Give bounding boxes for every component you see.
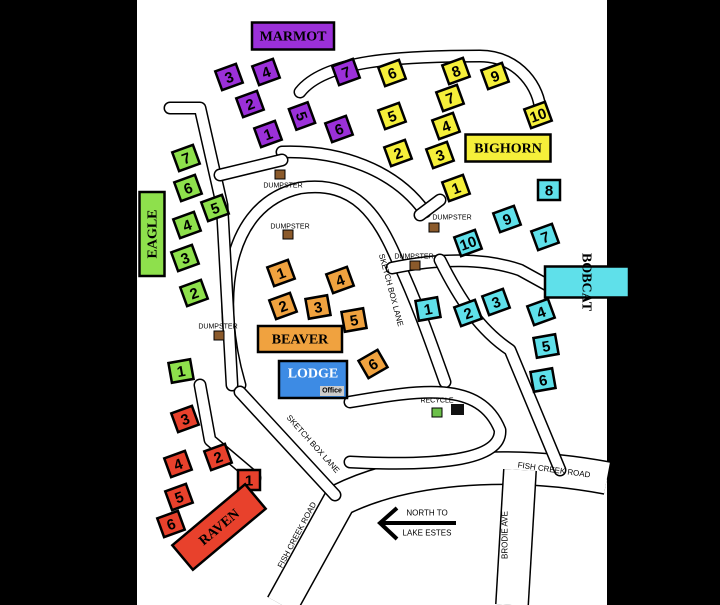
dumpster: DUMPSTER [394, 254, 434, 271]
cabin-marmot-4[interactable]: 4 [250, 57, 282, 87]
cabin-eagle-7[interactable]: 7 [170, 143, 202, 173]
cabin-beaver-2[interactable]: 2 [267, 291, 299, 321]
cabin-raven-5[interactable]: 5 [163, 482, 195, 512]
svg-text:1: 1 [176, 363, 187, 381]
svg-text:DUMPSTER: DUMPSTER [394, 254, 433, 261]
svg-text:5: 5 [349, 312, 360, 330]
recycle-station: RECYCLE [420, 398, 464, 418]
cabin-raven-4[interactable]: 4 [162, 449, 194, 479]
cabin-eagle-3[interactable]: 3 [169, 243, 201, 273]
cabin-raven-2[interactable]: 2 [202, 442, 234, 472]
svg-text:10: 10 [458, 233, 479, 255]
cabin-eagle-6[interactable]: 6 [172, 173, 204, 203]
cabin-bighorn-1[interactable]: 1 [440, 173, 472, 203]
cabin-raven-6[interactable]: 6 [155, 509, 187, 539]
svg-text:RECYCLE: RECYCLE [420, 398, 453, 405]
cabin-marmot-7[interactable]: 7 [330, 57, 362, 87]
cabin-marmot-2[interactable]: 2 [234, 89, 266, 119]
cabin-bobcat-6[interactable]: 6 [528, 366, 558, 394]
svg-text:DUMPSTER: DUMPSTER [198, 324, 237, 331]
north-to-label: NORTH TO [406, 509, 447, 518]
cabin-bobcat-8[interactable]: 8 [536, 178, 562, 202]
cabin-bobcat-4[interactable]: 4 [525, 297, 557, 327]
svg-text:DUMPSTER: DUMPSTER [263, 183, 302, 190]
svg-text:DUMPSTER: DUMPSTER [270, 224, 309, 231]
cabin-eagle-4[interactable]: 4 [171, 210, 203, 240]
cabin-bighorn-2[interactable]: 2 [382, 138, 414, 168]
area-label-bobcat: BOBCAT [543, 253, 631, 312]
svg-text:6: 6 [538, 372, 549, 390]
cabin-bighorn-4[interactable]: 4 [430, 111, 462, 141]
svg-text:DUMPSTER: DUMPSTER [432, 215, 471, 222]
svg-text:BIGHORN: BIGHORN [474, 142, 542, 157]
cabin-bighorn-5[interactable]: 5 [376, 101, 408, 131]
area-label-bighorn: BIGHORN [464, 133, 552, 163]
svg-text:EAGLE: EAGLE [146, 209, 161, 258]
cabin-beaver-4[interactable]: 4 [324, 265, 356, 295]
office-label: Office [322, 388, 342, 395]
cabin-bighorn-7[interactable]: 7 [434, 83, 466, 113]
cabin-raven-3[interactable]: 3 [169, 404, 201, 434]
cabin-bighorn-9[interactable]: 9 [479, 61, 511, 91]
svg-text:LODGE: LODGE [288, 367, 339, 382]
svg-text:BEAVER: BEAVER [272, 333, 329, 348]
cabin-bighorn-6[interactable]: 6 [376, 58, 408, 88]
cabin-bighorn-8[interactable]: 8 [440, 56, 472, 86]
lake-estes-label: LAKE ESTES [403, 529, 452, 538]
cabin-bobcat-3[interactable]: 3 [480, 287, 512, 317]
north-arrow [377, 506, 456, 541]
cabin-eagle-2[interactable]: 2 [178, 278, 210, 308]
cabin-bighorn-3[interactable]: 3 [424, 140, 456, 170]
cabin-marmot-3[interactable]: 3 [213, 62, 245, 92]
dumpster: DUMPSTER [263, 169, 303, 190]
cabin-beaver-5[interactable]: 5 [339, 306, 369, 334]
cabin-bobcat-1[interactable]: 1 [413, 295, 443, 323]
cabin-bighorn-10[interactable]: 10 [522, 100, 554, 130]
area-label-beaver: BEAVER [256, 324, 344, 354]
cabin-bobcat-2[interactable]: 2 [452, 298, 484, 328]
cabin-bobcat-5[interactable]: 5 [531, 332, 561, 360]
cabin-beaver-1[interactable]: 1 [265, 258, 297, 288]
dumpster: DUMPSTER [270, 224, 310, 240]
svg-text:MARMOT: MARMOT [260, 30, 328, 45]
dumpster: DUMPSTER [428, 215, 472, 233]
svg-text:3: 3 [313, 299, 324, 317]
cabin-beaver-6[interactable]: 6 [356, 348, 390, 380]
area-label-marmot: MARMOT [250, 21, 336, 51]
cabin-bobcat-7[interactable]: 7 [529, 222, 561, 252]
dumpster: DUMPSTER [198, 324, 238, 341]
cabin-marmot-5[interactable]: 5 [287, 100, 317, 132]
svg-text:5: 5 [541, 338, 552, 356]
cabin-bobcat-10[interactable]: 10 [452, 228, 484, 258]
cabin-beaver-3[interactable]: 3 [303, 293, 333, 321]
cabin-marmot-6[interactable]: 6 [323, 114, 355, 144]
cabin-marmot-1[interactable]: 1 [252, 119, 284, 149]
svg-text:BOBCAT: BOBCAT [579, 253, 594, 312]
svg-text:1: 1 [423, 301, 434, 319]
svg-text:10: 10 [528, 105, 549, 127]
lodge-building[interactable]: LODGE Office [277, 359, 349, 400]
svg-text:1: 1 [245, 473, 253, 490]
street-label-brodie-ave: BRODIE AVE [501, 511, 510, 559]
svg-text:8: 8 [545, 183, 553, 200]
area-label-eagle: EAGLE [138, 190, 166, 278]
cabin-eagle-1[interactable]: 1 [166, 357, 196, 385]
cabin-eagle-5[interactable]: 5 [199, 193, 231, 223]
cabin-bobcat-9[interactable]: 9 [491, 204, 523, 234]
